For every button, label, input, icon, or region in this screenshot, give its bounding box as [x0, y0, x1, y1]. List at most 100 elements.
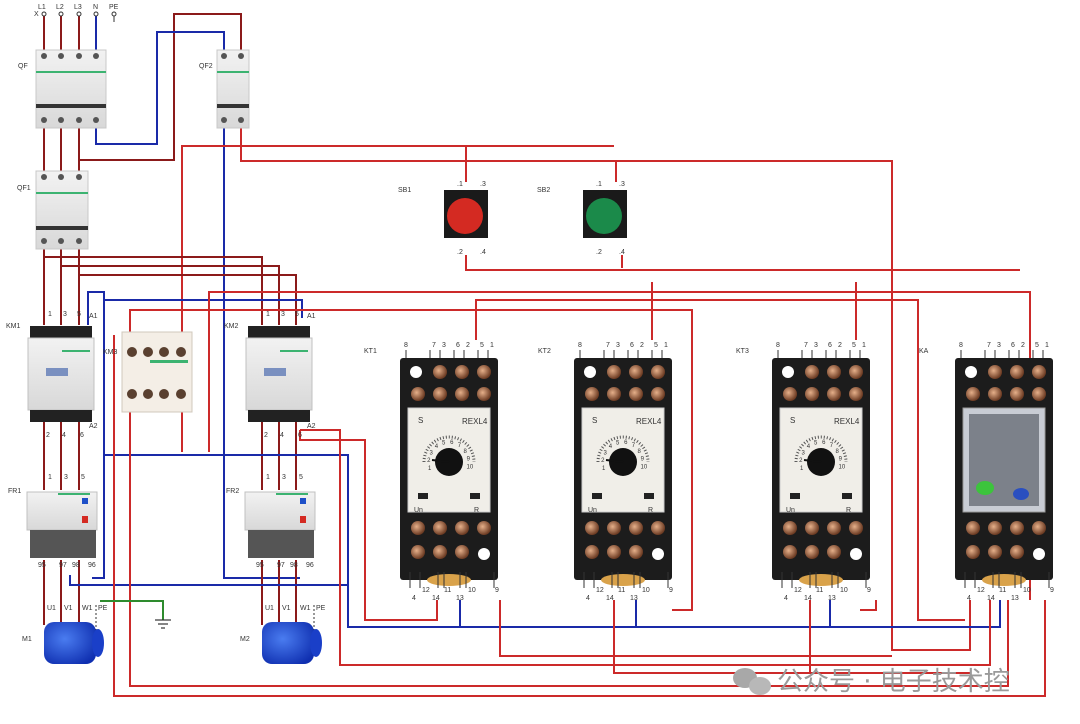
- terminal-screw-icon: [477, 521, 491, 535]
- aux-contact-block-km3: KM3: [103, 331, 193, 413]
- svg-text:5: 5: [77, 311, 81, 318]
- dial-tick-label: 10: [641, 464, 648, 470]
- relay-led-label: R: [474, 507, 479, 514]
- svg-text:V1: V1: [282, 605, 291, 612]
- svg-text:.4: .4: [480, 249, 486, 256]
- pin-label: 4: [784, 595, 788, 602]
- pin-label: 11: [816, 587, 823, 594]
- dial-tick-label: 8: [464, 449, 468, 455]
- terminal-screw-icon: [1032, 387, 1046, 401]
- pin-label: 13: [828, 595, 836, 602]
- pin-label: 5: [1035, 342, 1039, 349]
- terminal-screw-icon: [1010, 365, 1024, 379]
- terminal-screw-icon: [849, 365, 863, 379]
- pin-label: 1: [664, 342, 668, 349]
- control-live-branch: [181, 145, 614, 147]
- terminal-screw-icon: [411, 387, 425, 401]
- pin-label: 9: [1050, 587, 1054, 594]
- pin-label: 12: [596, 587, 604, 594]
- dial-tick-label: 9: [839, 456, 843, 462]
- terminal-screw-icon: [827, 545, 841, 559]
- dial-tick-label: 3: [603, 450, 607, 456]
- svg-text:1: 1: [266, 311, 270, 318]
- svg-text:W1: W1: [82, 605, 93, 612]
- pin-label: 6: [630, 342, 634, 349]
- svg-text:.3: .3: [480, 181, 486, 188]
- watermark-text: 公众号 · 电子技术控: [777, 667, 1010, 697]
- pin-label: 11: [444, 587, 451, 594]
- terminal-screw-icon: [827, 521, 841, 535]
- aux-block-label: KM3: [103, 349, 118, 356]
- dial-tick-label: 3: [429, 450, 433, 456]
- pin-label: 1: [862, 342, 866, 349]
- terminal-label-l3: L3: [74, 4, 82, 11]
- terminal-label-pe: PE: [109, 4, 119, 11]
- terminal-screw-icon: [805, 387, 819, 401]
- terminal-screw-icon: [629, 387, 643, 401]
- terminal-screw-icon: [1032, 365, 1046, 379]
- control-network: [113, 146, 1046, 697]
- button-sb1-label: SB1: [398, 187, 411, 194]
- terminal-l3-icon: [76, 11, 82, 17]
- pin-label: 3: [616, 342, 620, 349]
- pin-label: 9: [495, 587, 499, 594]
- svg-text:4: 4: [62, 432, 66, 439]
- pin-label: 14: [606, 595, 614, 602]
- terminal-screw-icon: [477, 387, 491, 401]
- terminal-screw-icon: [411, 545, 425, 559]
- pin-label: 12: [977, 587, 985, 594]
- terminal-screw-icon: [433, 387, 447, 401]
- svg-text:A1: A1: [89, 313, 98, 320]
- svg-text:98: 98: [290, 562, 298, 569]
- dial-tick-label: 6: [450, 440, 454, 446]
- qf-to-qf1-wires: [43, 13, 242, 172]
- contactor-km2: KM2 1 3 5 A1 2 4 6 A2: [224, 311, 316, 439]
- neutral-to-qf2: [95, 31, 225, 145]
- watermark: 公众号 · 电子技术控: [733, 667, 1010, 697]
- pin-label: 8: [959, 342, 963, 349]
- svg-text:2: 2: [46, 432, 50, 439]
- terminal-screw-icon: [585, 387, 599, 401]
- dial-tick-label: 6: [822, 440, 826, 446]
- pin-label: 7: [432, 342, 436, 349]
- terminal-screw-icon: [455, 387, 469, 401]
- terminal-screw-icon: [827, 387, 841, 401]
- dial-tick-label: 4: [609, 444, 613, 450]
- svg-text:U1: U1: [265, 605, 274, 612]
- svg-text:5: 5: [295, 311, 299, 318]
- terminal-screw-icon: [585, 545, 599, 559]
- motor-m1: U1 V1 W1 PE M1: [22, 605, 108, 664]
- terminal-screw-icon: [966, 521, 980, 535]
- terminal-screw-icon: [607, 387, 621, 401]
- contactor-km1: KM1 1 3 5 A1 2 4 6 A2: [6, 311, 98, 439]
- pin-label: 7: [606, 342, 610, 349]
- terminal-screw-icon: [849, 521, 863, 535]
- dial-tick-label: 9: [641, 456, 645, 462]
- pin-label: 9: [867, 587, 871, 594]
- pin-label: 6: [456, 342, 460, 349]
- pin-label: 12: [794, 587, 802, 594]
- push-button-sb2: SB2 .1 .3 .2 .4: [537, 181, 627, 256]
- pin-label: 10: [642, 587, 650, 594]
- relay-ka-label: KA: [919, 348, 929, 355]
- brand-logo-icon: S: [592, 416, 597, 425]
- svg-text:3: 3: [282, 474, 286, 481]
- pin-label: 5: [654, 342, 658, 349]
- svg-text:A2: A2: [89, 423, 98, 430]
- terminal-screw-icon: [607, 545, 621, 559]
- overload-fr2-label: FR2: [226, 488, 239, 495]
- pin-label: 12: [422, 587, 430, 594]
- contactor-km1-label: KM1: [6, 323, 21, 330]
- dial-tick-label: 4: [435, 444, 439, 450]
- breaker-qf1: QF1: [17, 170, 89, 250]
- terminal-screw-icon: [988, 521, 1002, 535]
- dial-tick-label: 5: [814, 441, 818, 447]
- terminal-screw-icon: [629, 521, 643, 535]
- wires: [43, 13, 1046, 697]
- svg-text:A1: A1: [307, 313, 316, 320]
- pin-label: 7: [987, 342, 991, 349]
